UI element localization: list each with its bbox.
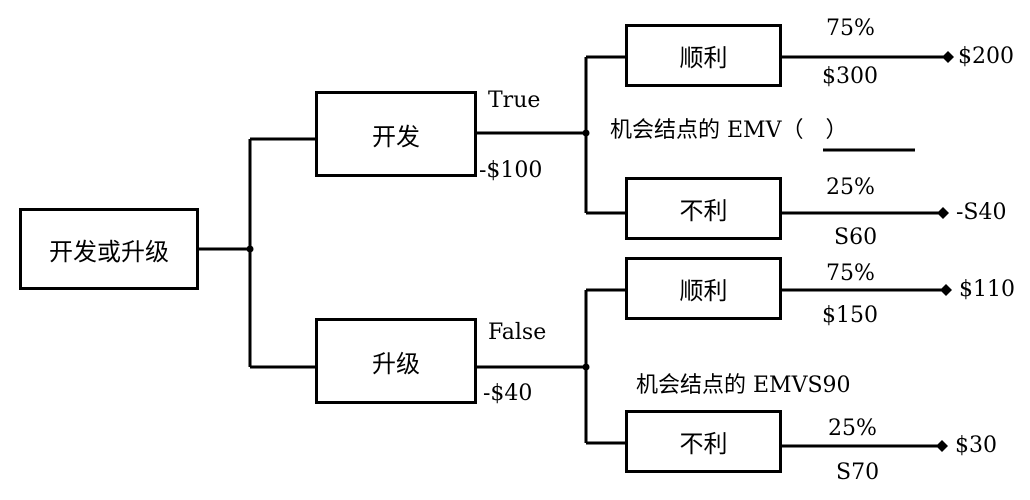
- up-unfavorable-label: 不利: [679, 430, 728, 458]
- develop-emv-label: 机会结点的 EMV（ ）: [610, 118, 848, 143]
- up-unfavorable-box: 不利: [625, 410, 782, 473]
- dev-unfav-result: -S40: [956, 200, 1007, 225]
- develop-chance-node-dot: [582, 129, 590, 137]
- dev-unfav-end-diamond: [937, 207, 949, 219]
- up-fav-end-diamond: [940, 284, 952, 296]
- develop-branch-label: True: [488, 88, 541, 113]
- dev-unfav-value: S60: [834, 225, 878, 250]
- develop-cost-label: -$100: [479, 158, 543, 183]
- dev-favorable-box: 顺利: [625, 24, 782, 87]
- up-unfav-probability: 25%: [828, 416, 877, 441]
- up-unfav-end-diamond: [936, 440, 948, 452]
- dev-unfav-probability: 25%: [826, 175, 875, 200]
- dev-fav-value: $300: [822, 64, 878, 89]
- up-fav-probability: 75%: [826, 261, 875, 286]
- dev-fav-probability: 75%: [826, 16, 875, 41]
- up-fav-value: $150: [822, 303, 878, 328]
- up-unfav-value: S70: [836, 460, 880, 485]
- upgrade-option-label: 升级: [372, 349, 420, 378]
- root-decision-box: 开发或升级: [19, 208, 199, 290]
- develop-option-box: 开发: [315, 91, 477, 177]
- upgrade-cost-label: -$40: [483, 381, 533, 406]
- dev-fav-end-diamond: [942, 51, 954, 63]
- upgrade-branch-label: False: [488, 320, 547, 345]
- root-decision-label: 开发或升级: [49, 237, 169, 266]
- dev-unfavorable-label: 不利: [679, 197, 728, 225]
- dev-favorable-label: 顺利: [679, 44, 728, 72]
- decision-node-dot: [246, 245, 254, 253]
- up-favorable-box: 顺利: [625, 257, 782, 320]
- dev-unfavorable-box: 不利: [625, 177, 782, 240]
- upgrade-chance-node-dot: [582, 363, 590, 371]
- up-unfav-result: $30: [955, 433, 997, 458]
- upgrade-option-box: 升级: [315, 318, 477, 404]
- up-favorable-label: 顺利: [679, 277, 728, 305]
- upgrade-emv-label: 机会结点的 EMVS90: [636, 373, 851, 398]
- dev-fav-result: $200: [958, 44, 1014, 69]
- up-fav-result: $110: [959, 277, 1015, 302]
- develop-option-label: 开发: [372, 122, 420, 151]
